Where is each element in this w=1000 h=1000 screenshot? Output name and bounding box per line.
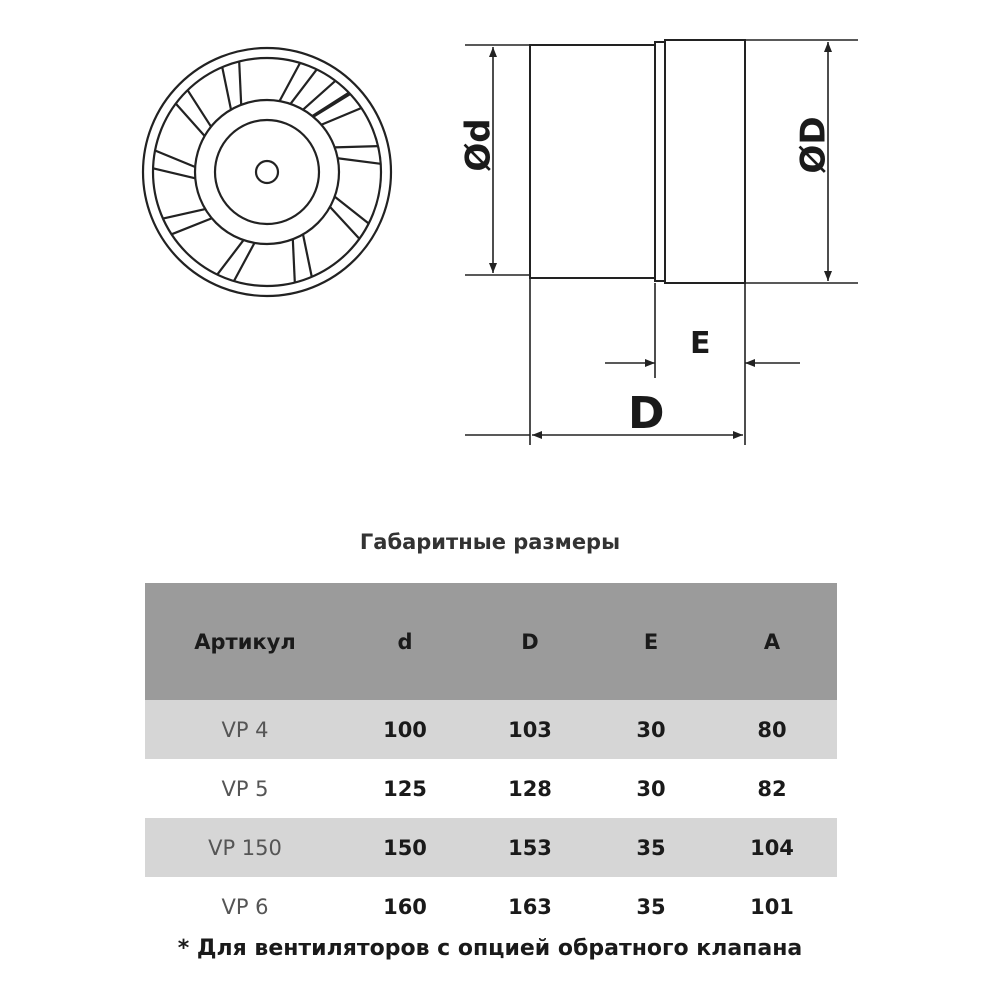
value-cell: 80 xyxy=(757,717,787,742)
article-cell: VP 6 xyxy=(221,894,269,919)
article-cell: VP 150 xyxy=(208,835,282,860)
fan-blade-edge xyxy=(174,102,206,137)
article-cell: VP 4 xyxy=(221,717,269,742)
table-row: VP 6 160 163 35 101 xyxy=(145,877,837,936)
depth-label: D xyxy=(628,388,665,439)
dimensions-table: Артикул d D E A VP 4 100 103 30 80 VP 5 125 128… xyxy=(145,583,837,936)
fan-blade-edge xyxy=(337,157,381,165)
header-cell: D xyxy=(521,629,539,654)
fan-blade-edge xyxy=(333,195,370,225)
technical-drawing xyxy=(141,39,858,445)
fan-blade-edge xyxy=(334,145,379,149)
fan-blade-edge xyxy=(221,66,233,110)
article-cell: VP 5 xyxy=(221,776,269,801)
fan-blade-edge xyxy=(302,79,337,111)
fan-blade-edge xyxy=(289,68,318,105)
value-cell: 128 xyxy=(508,776,552,801)
small-diameter-label: Ød xyxy=(458,118,499,172)
fan-blade-edge xyxy=(171,217,213,236)
value-cell: 103 xyxy=(508,717,552,742)
fan-blade-edge xyxy=(216,239,245,276)
fan-blade-edge xyxy=(312,93,351,118)
header-cell: Артикул xyxy=(194,629,296,654)
value-cell: 104 xyxy=(750,835,794,860)
value-cell: 160 xyxy=(383,894,427,919)
footnote: * Для вентиляторов с опцией обратного кл… xyxy=(177,936,803,961)
value-cell: 150 xyxy=(383,835,427,860)
fan-blade-edge xyxy=(162,208,206,220)
table-row: VP 4 100 103 30 80 xyxy=(145,700,837,759)
table-row: VP 150 150 153 35 104 xyxy=(145,818,837,877)
value-cell: 82 xyxy=(757,776,787,801)
flange-label: E xyxy=(690,326,711,361)
fan-blade-edge xyxy=(278,62,302,102)
fan-side-view xyxy=(529,39,746,284)
value-cell: 100 xyxy=(383,717,427,742)
value-cell: 30 xyxy=(636,717,666,742)
value-cell: 125 xyxy=(383,776,427,801)
header-cell: d xyxy=(397,629,413,654)
fan-blade-edge xyxy=(186,89,212,128)
value-cell: 153 xyxy=(508,835,552,860)
value-cell: 30 xyxy=(636,776,666,801)
fan-blade-edge xyxy=(152,167,196,180)
dimension-lines xyxy=(465,39,858,445)
table-title: Габаритные размеры xyxy=(359,530,621,554)
large-diameter-label: ØD xyxy=(793,116,834,174)
table-row: VP 5 125 128 30 82 xyxy=(145,759,837,818)
fan-blade-edge xyxy=(301,234,313,278)
fan-blade-edge xyxy=(329,206,361,240)
header-cell: E xyxy=(643,629,659,654)
table-header-row: Артикул d D E A xyxy=(145,583,837,700)
fan-blade-edge xyxy=(154,149,196,168)
header-cell: A xyxy=(763,629,781,654)
value-cell: 35 xyxy=(636,835,666,860)
fan-blade-edge xyxy=(232,242,256,282)
fan-blade-edge xyxy=(311,91,350,117)
fan-front-view xyxy=(141,46,393,298)
value-cell: 163 xyxy=(508,894,552,919)
fan-blade-edge xyxy=(291,239,296,283)
fan-blade-edge xyxy=(320,107,362,126)
value-cell: 101 xyxy=(750,894,794,919)
value-cell: 35 xyxy=(636,894,666,919)
fan-blade-edge xyxy=(238,61,243,105)
